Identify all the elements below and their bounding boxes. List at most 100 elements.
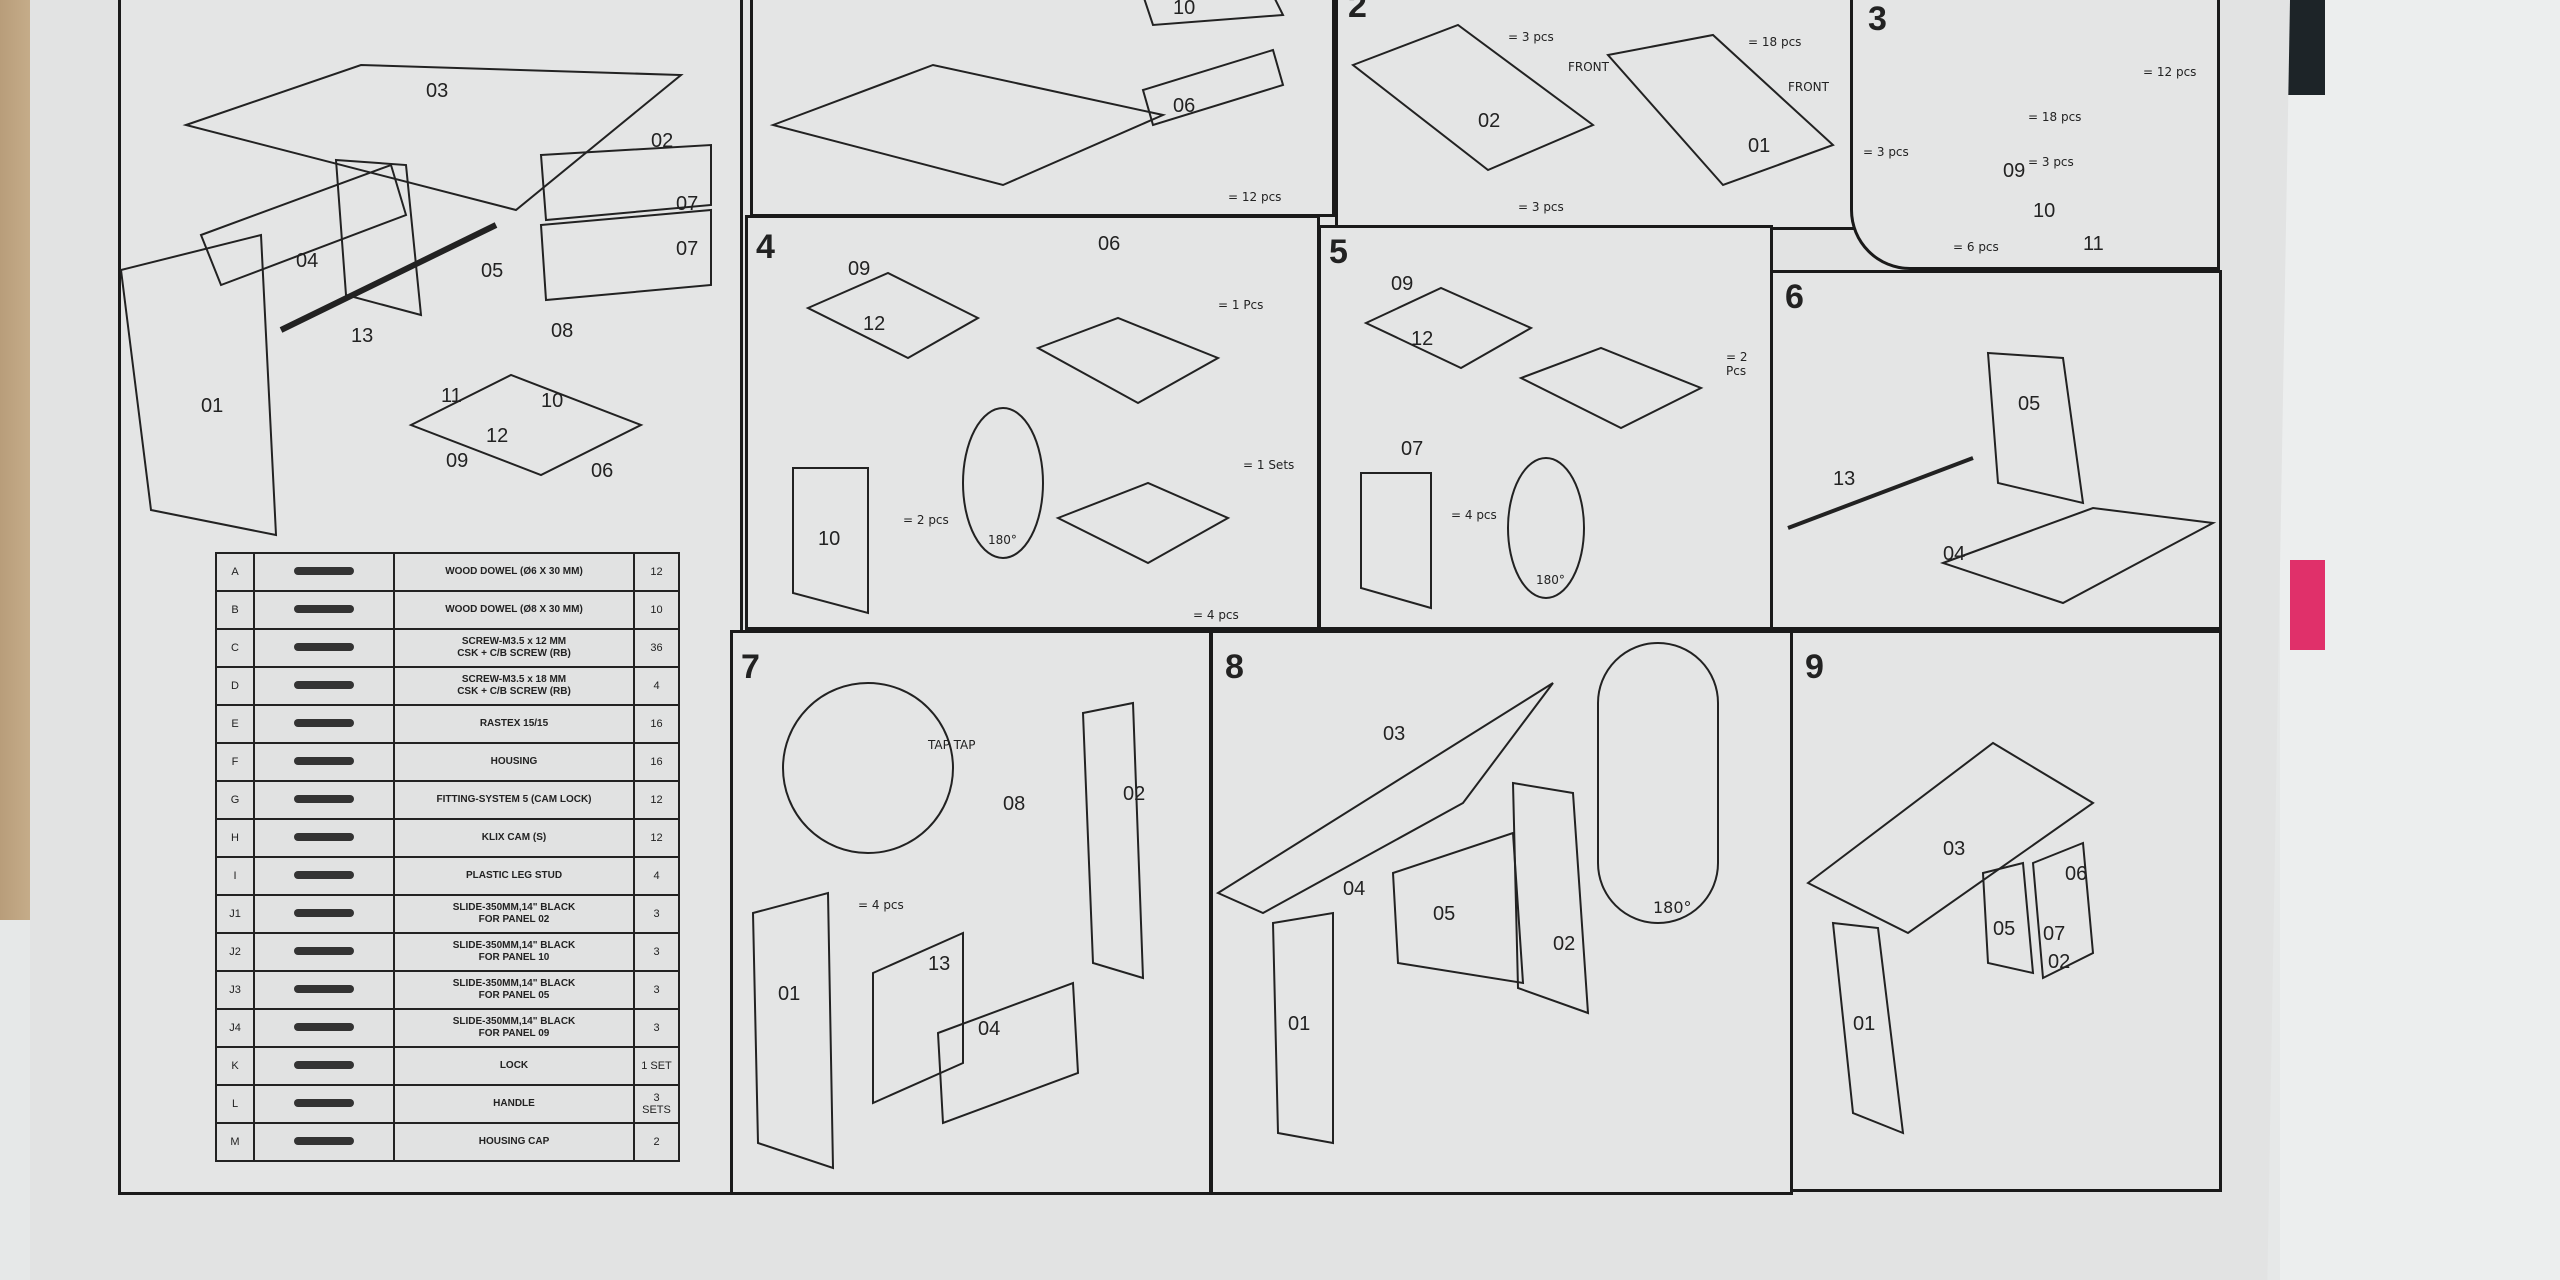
- panel-label: 03: [1943, 838, 1966, 860]
- panel-label: 04: [1343, 878, 1366, 900]
- part-icon: [253, 818, 395, 858]
- step-number: 3: [1868, 0, 1887, 38]
- hardware-icon: [294, 604, 354, 613]
- panel-label: 09: [1391, 273, 1414, 295]
- part-quantity: 3 SETS: [633, 1084, 680, 1124]
- step-number: 2: [1348, 0, 1367, 25]
- panel-label: 01: [778, 983, 801, 1005]
- part-description: FITTING-SYSTEM 5 (CAM LOCK): [393, 780, 635, 820]
- part-quantity: 12: [633, 780, 680, 820]
- part-description: HOUSING CAP: [393, 1122, 635, 1162]
- parts-row: H KLIX CAM (S)12: [215, 818, 680, 858]
- parts-row: D SCREW-M3.5 x 18 MM CSK + C/B SCREW (RB)…: [215, 666, 680, 706]
- panel-label: 03: [426, 80, 449, 102]
- hardware-icon: [294, 642, 354, 651]
- part-description: SCREW-M3.5 x 18 MM CSK + C/B SCREW (RB): [393, 666, 635, 706]
- part-description: PLASTIC LEG STUD: [393, 856, 635, 896]
- panel-label: 05: [481, 260, 504, 282]
- panel-label: 02: [2048, 951, 2071, 973]
- quantity-label: = 4 pcs: [858, 898, 904, 912]
- panel-label: 13: [351, 325, 374, 347]
- step-number: 6: [1785, 278, 1804, 316]
- part-icon: [253, 590, 395, 630]
- panel-label: 03: [1383, 723, 1406, 745]
- part-key: I: [215, 856, 255, 896]
- panel-label: 05: [1993, 918, 2016, 940]
- front-label: FRONT: [1788, 80, 1829, 94]
- part-key: K: [215, 1046, 255, 1086]
- part-description: SLIDE-350MM,14" BLACK FOR PANEL 09: [393, 1008, 635, 1048]
- hardware-icon: [294, 794, 354, 803]
- drawing: [792, 271, 1231, 615]
- quantity-label: = 3 pcs: [1863, 145, 1909, 159]
- panel-label: 05: [2018, 393, 2041, 415]
- part-icon: [253, 628, 395, 668]
- quantity-label: = 18 pcs: [1748, 35, 1802, 49]
- desk-exploded-drawing: [119, 63, 712, 537]
- panel-label: 13: [928, 953, 951, 975]
- rotation-label: 180°: [988, 533, 1017, 547]
- panel-label: 02: [651, 130, 674, 152]
- hardware-icon: [294, 1098, 354, 1107]
- part-icon: [253, 856, 395, 896]
- panel-label: 10: [818, 528, 841, 550]
- part-key: D: [215, 666, 255, 706]
- panel-label: 07: [676, 238, 699, 260]
- hardware-icon: [294, 870, 354, 879]
- drawing: [751, 682, 1145, 1170]
- part-icon: [253, 704, 395, 744]
- drawing: [769, 0, 1285, 187]
- panel-label: 07: [676, 193, 699, 215]
- part-quantity: 2: [633, 1122, 680, 1162]
- part-key: B: [215, 590, 255, 630]
- hardware-icon: [294, 946, 354, 955]
- part-icon: [253, 1084, 395, 1124]
- hardware-icon: [294, 984, 354, 993]
- panel-label: 09: [848, 258, 871, 280]
- tap-label: TAP TAP: [928, 738, 976, 752]
- part-key: H: [215, 818, 255, 858]
- front-label: FRONT: [1568, 60, 1609, 74]
- step-9-panel: 9 03 01 05 06 07 02: [1790, 630, 2222, 1192]
- panel-label: 12: [863, 313, 886, 335]
- panel-label: 07: [1401, 438, 1424, 460]
- part-quantity: 12: [633, 818, 680, 858]
- part-key: J1: [215, 894, 255, 934]
- part-key: M: [215, 1122, 255, 1162]
- part-quantity: 16: [633, 742, 680, 782]
- quantity-label: = 12 pcs: [1228, 190, 1282, 204]
- panel-label: 06: [1173, 95, 1196, 117]
- part-description: HANDLE: [393, 1084, 635, 1124]
- part-quantity: 4: [633, 666, 680, 706]
- quantity-label: = 3 pcs: [1508, 30, 1554, 44]
- quantity-label: = 18 pcs: [2028, 110, 2082, 124]
- rotation-label: 180°: [1536, 573, 1565, 587]
- quantity-label: = 2 pcs: [903, 513, 949, 527]
- background-wall: [2280, 0, 2560, 1280]
- step-5-panel: 5 12 09 07 = 2 Pcs = 4 pcs 180°: [1318, 225, 1773, 630]
- part-description: KLIX CAM (S): [393, 818, 635, 858]
- panel-label: 06: [2065, 863, 2088, 885]
- step-number: 8: [1225, 648, 1244, 686]
- part-key: L: [215, 1084, 255, 1124]
- panel-label: 10: [541, 390, 564, 412]
- part-icon: [253, 1122, 395, 1162]
- quantity-label: = 3 pcs: [1518, 200, 1564, 214]
- part-icon: [253, 894, 395, 934]
- part-quantity: 3: [633, 1008, 680, 1048]
- part-key: C: [215, 628, 255, 668]
- step-number: 7: [741, 648, 760, 686]
- part-icon: [253, 552, 395, 592]
- panel-label: 08: [1003, 793, 1026, 815]
- step-4-panel: 4 12 09 06 10 = 1 Pcs = 2 pcs = 1 Sets =…: [745, 215, 1320, 630]
- step-8-panel: 8 03 04 05 01 02 180°: [1210, 630, 1793, 1195]
